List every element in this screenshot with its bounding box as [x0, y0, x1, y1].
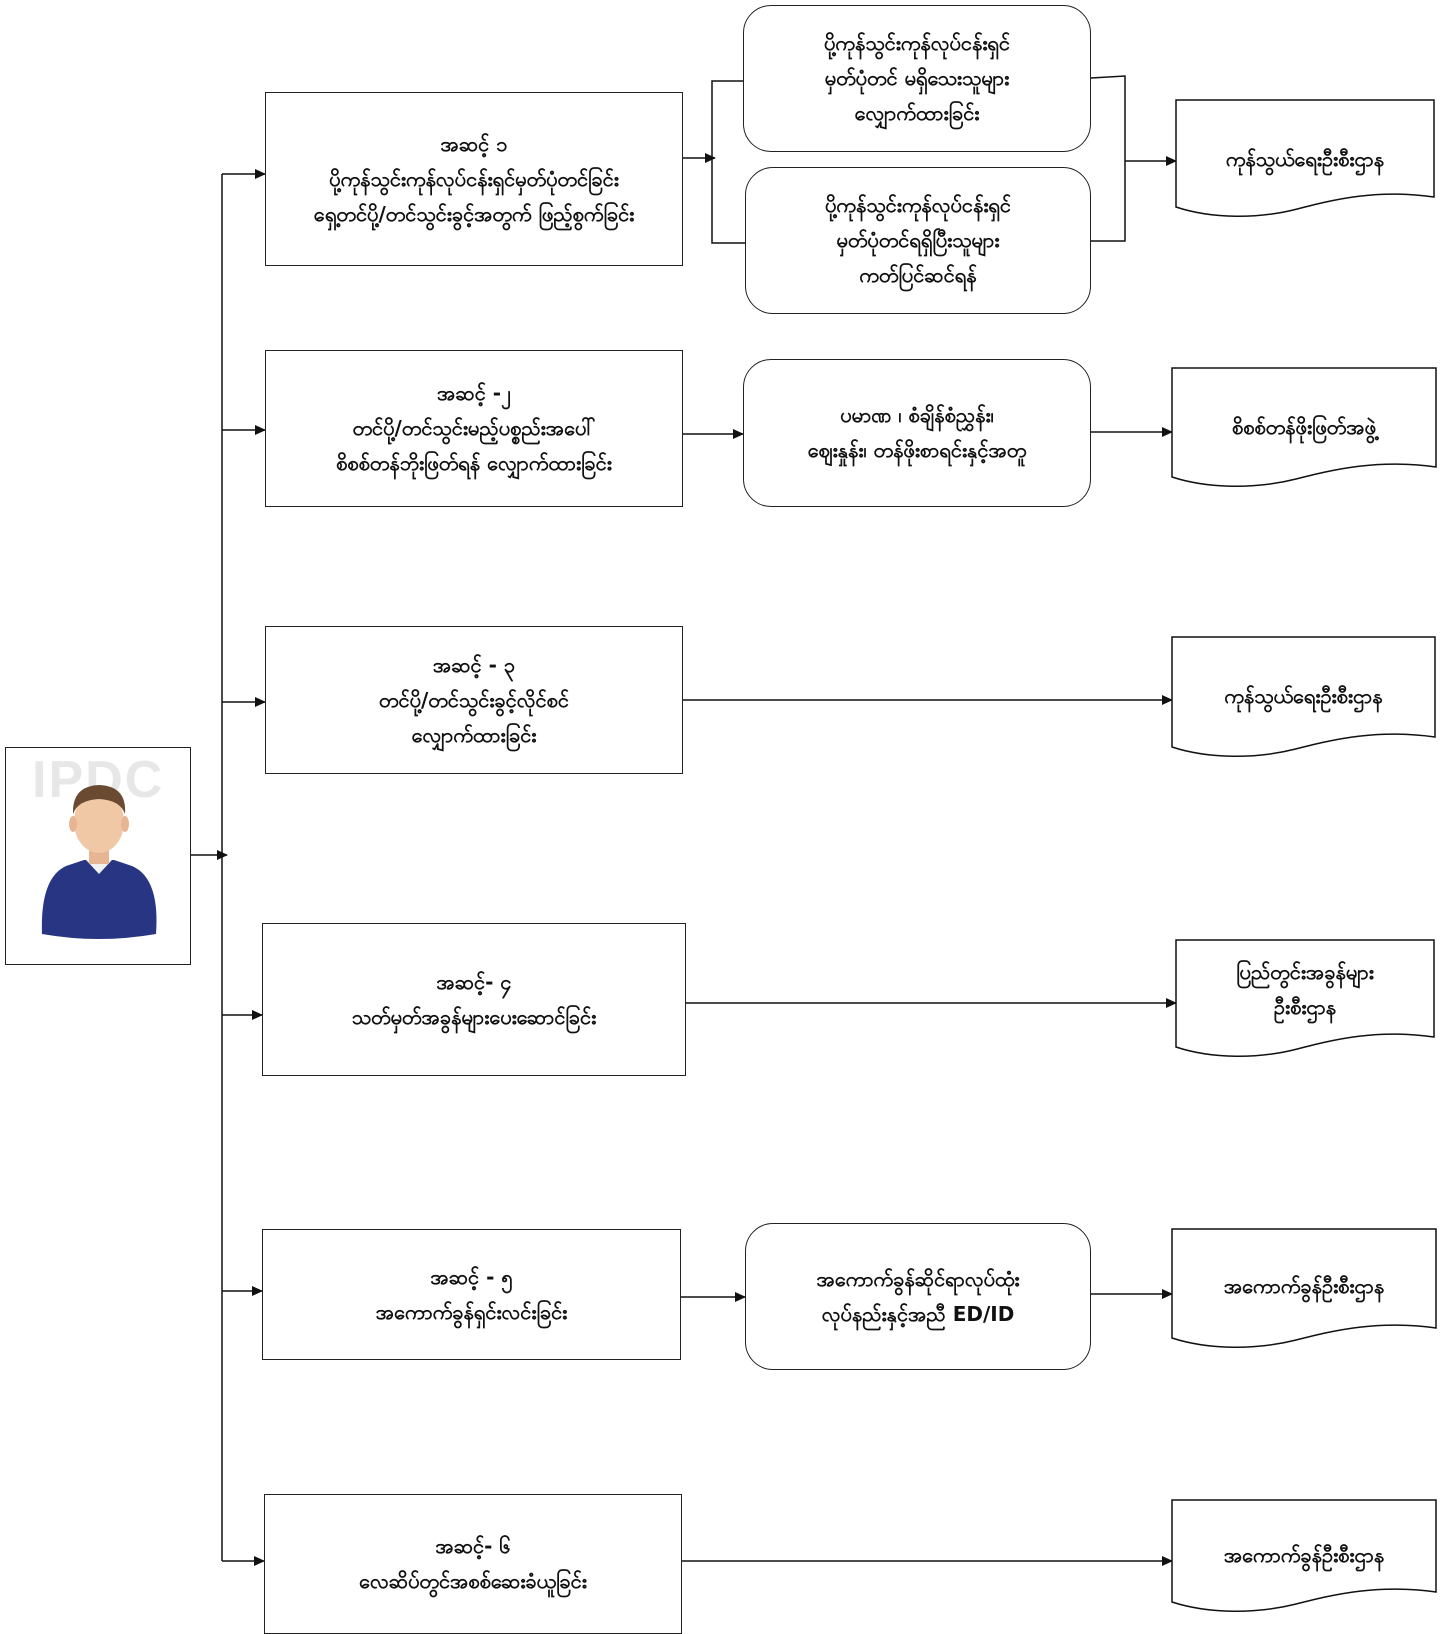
box-text-line: မှတ်ပုံတင် မရှိသေးသူများ	[824, 66, 1010, 90]
department-label: ကုန်သွယ်ရေးဦးစီးဌာန	[1224, 684, 1383, 708]
document-shape-5	[1171, 1228, 1437, 1348]
step-5-box: အဆင့် - ၅ အကောက်ခွန်ရှင်းလင်းခြင်း	[262, 1229, 681, 1360]
right-bracket	[1090, 75, 1126, 242]
document-shape-1	[1175, 99, 1435, 217]
box-text-line: အကောက်ခွန်ဆိုင်ရာလုပ်ထုံး	[816, 1266, 1020, 1291]
box-text-line: လျှောက်ထားခြင်း	[854, 101, 980, 125]
left-bracket	[711, 80, 745, 244]
applicant-actor: IPDC	[5, 747, 191, 965]
step-heading: အဆင့် - ၃	[432, 652, 516, 677]
step-heading: အဆင့်- ၄	[436, 969, 512, 994]
department-doc-1: ကုန်သွယ်ရေးဦးစီးဌာန	[1176, 100, 1434, 225]
step-text-line: လျှောက်ထားခြင်း	[411, 722, 537, 747]
department-doc-3: ကုန်သွယ်ရေးဦးစီးဌာန	[1172, 637, 1435, 765]
customs-procedure-box: အကောက်ခွန်ဆိုင်ရာလုပ်ထုံး လုပ်နည်းနှင့်အ…	[745, 1223, 1091, 1370]
box-text-line: မှတ်ပုံတင်ရရှိပြီးသူများ	[836, 228, 1000, 252]
department-label: ဦးစီးဌာန	[1273, 995, 1337, 1019]
box-text-line: ကတ်ပြင်ဆင်ရန်	[859, 263, 977, 287]
department-label: ပြည်တွင်းအခွန်များ	[1236, 960, 1374, 984]
department-label: စိစစ်တန်ဖိုးဖြတ်အဖွဲ့	[1231, 415, 1377, 439]
document-shapes	[1171, 99, 1437, 1612]
step-text-line: စိစစ်တန်ဘိုးဖြတ်ရန် လျှောက်ထားခြင်း	[336, 451, 612, 475]
step-6-box: အဆင့်- ၆ လေဆိပ်တွင်အစစ်ဆေးခံယူခြင်း	[264, 1494, 682, 1634]
step-text-line: တင်ပို့/တင်သွင်းမည့်ပစ္စည်းအပေါ်	[352, 416, 596, 440]
registered-applicants-box: ပို့ကုန်သွင်းကုန်လုပ်ငန်းရှင် မှတ်ပုံတင်…	[745, 167, 1091, 314]
step-1-box: အဆင့် ၁ ပို့ကုန်သွင်းကုန်လုပ်ငန်းရှင်မှတ…	[265, 92, 683, 266]
document-shape-3	[1171, 636, 1436, 757]
box-text-line: ပမာဏ ၊ စံချိန်စံညွှန်း၊	[840, 403, 994, 427]
department-label: အကောက်ခွန်ဦးစီးဌာန	[1223, 1274, 1385, 1298]
step-heading: အဆင့်- ၆	[435, 1534, 511, 1558]
document-shape-4	[1175, 939, 1435, 1057]
step-text-line: ရှေ့တင်ပို့/တင်သွင်းခွင့်အတွက် ဖြည့်စွက်…	[313, 201, 635, 226]
box-text-line: ပို့ကုန်သွင်းကုန်လုပ်ငန်းရှင်	[824, 193, 1011, 217]
step-heading: အဆင့် -၂	[437, 381, 511, 405]
step-text-line: ပို့ကုန်သွင်းကုန်လုပ်ငန်းရှင်မှတ်ပုံတင်ခ…	[329, 166, 619, 191]
department-doc-6: အကောက်ခွန်ဦးစီးဌာန	[1172, 1500, 1436, 1620]
box-text-line: ဈေးနှုန်း၊ တန်ဖိုးစာရင်းနှင့်အတူ	[807, 438, 1027, 462]
box-text-line: လုပ်နည်းနှင့်အညီ ED/ID	[821, 1301, 1015, 1326]
person-avatar-icon	[41, 785, 157, 939]
step-heading: အဆင့် ၁	[440, 131, 508, 156]
document-shape-2	[1171, 367, 1437, 487]
unregistered-applicants-box: ပို့ကုန်သွင်းကုန်လုပ်ငန်းရှင် မှတ်ပုံတင်…	[743, 5, 1091, 152]
step-text-line: သတ်မှတ်အခွန်များပေးဆောင်ခြင်း	[351, 1004, 597, 1029]
step-3-box: အဆင့် - ၃ တင်ပို့/တင်သွင်းခွင့်လိုင်စင် …	[265, 626, 683, 774]
document-shape-6	[1171, 1499, 1437, 1612]
step-text-line: အကောက်ခွန်ရှင်းလင်းခြင်း	[375, 1299, 568, 1324]
department-label: အကောက်ခွန်ဦးစီးဌာန	[1223, 1543, 1385, 1567]
step-heading: အဆင့် - ၅	[430, 1264, 513, 1289]
step-4-box: အဆင့်- ၄ သတ်မှတ်အခွန်များပေးဆောင်ခြင်း	[262, 923, 686, 1076]
connector-lines	[191, 75, 1177, 1566]
step-text-line: လေဆိပ်တွင်အစစ်ဆေးခံယူခြင်း	[359, 1569, 587, 1593]
department-label: ကုန်သွယ်ရေးဦးစီးဌာန	[1225, 147, 1385, 171]
department-doc-2: စိစစ်တန်ဖိုးဖြတ်အဖွဲ့	[1172, 368, 1436, 495]
step-text-line: တင်ပို့/တင်သွင်းခွင့်လိုင်စင်	[379, 687, 569, 712]
box-text-line: ပို့ကုန်သွင်းကုန်လုပ်ငန်းရှင်	[823, 31, 1010, 55]
valuation-documents-box: ပမာဏ ၊ စံချိန်စံညွှန်း၊ ဈေးနှုန်း၊ တန်ဖိ…	[743, 359, 1091, 507]
department-doc-4: ပြည်တွင်းအခွန်များ ဦးစီးဌာန	[1176, 940, 1434, 1065]
step-2-box: အဆင့် -၂ တင်ပို့/တင်သွင်းမည့်ပစ္စည်းအပေါ…	[265, 350, 683, 507]
department-doc-5: အကောက်ခွန်ဦးစီးဌာန	[1172, 1229, 1436, 1356]
